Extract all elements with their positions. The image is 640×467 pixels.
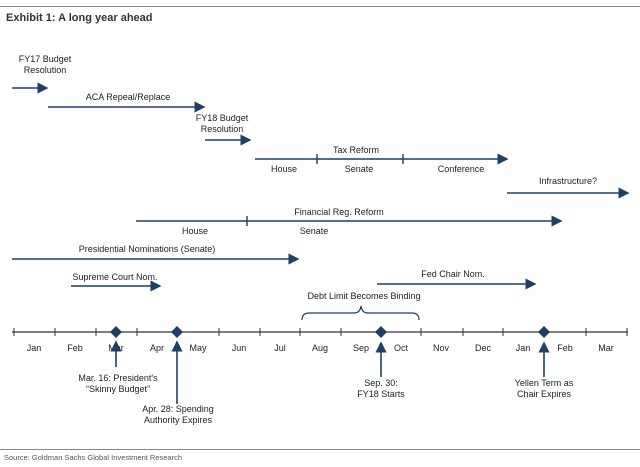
mar16-marker bbox=[110, 326, 122, 338]
source-note: Source: Goldman Sachs Global Investment … bbox=[4, 453, 183, 462]
tax-senate-label: Senate bbox=[345, 164, 374, 174]
month-label: Feb bbox=[67, 343, 83, 353]
month-label: Jun bbox=[232, 343, 247, 353]
month-label: Jan bbox=[516, 343, 531, 353]
debt-limit-brace bbox=[301, 305, 420, 321]
exhibit-title: Exhibit 1: A long year ahead bbox=[6, 12, 153, 24]
top-rule bbox=[0, 6, 640, 7]
month-label: Jan bbox=[27, 343, 42, 353]
sep30-marker bbox=[375, 326, 387, 338]
month-label: Nov bbox=[433, 343, 450, 353]
yellen-marker bbox=[538, 326, 550, 338]
fed-chair-label: Fed Chair Nom. bbox=[421, 269, 485, 279]
bottom-rule bbox=[0, 449, 640, 450]
month-label: Dec bbox=[475, 343, 492, 353]
month-label: Sep bbox=[353, 343, 369, 353]
finreg-label: Financial Reg. Reform bbox=[294, 207, 384, 217]
sep30-label: Sep. 30:FY18 Starts bbox=[357, 378, 405, 399]
apr28-marker bbox=[171, 326, 183, 338]
aca-label: ACA Repeal/Replace bbox=[86, 92, 171, 102]
month-label: Aug bbox=[312, 343, 328, 353]
month-label: Apr bbox=[150, 343, 164, 353]
tax-reform-label: Tax Reform bbox=[333, 145, 379, 155]
month-label: Feb bbox=[557, 343, 573, 353]
tax-conference-label: Conference bbox=[438, 164, 485, 174]
tax-house-label: House bbox=[271, 164, 297, 174]
scotus-label: Supreme Court Nom. bbox=[72, 272, 157, 282]
nominations-label: Presidential Nominations (Senate) bbox=[79, 244, 216, 254]
finreg-house-label: House bbox=[182, 226, 208, 236]
month-label: May bbox=[189, 343, 207, 353]
month-label: Mar bbox=[598, 343, 614, 353]
month-label: Oct bbox=[394, 343, 409, 353]
finreg-senate-label: Senate bbox=[300, 226, 329, 236]
month-label: Jul bbox=[274, 343, 286, 353]
infrastructure-label: Infrastructure? bbox=[539, 176, 597, 186]
debt-limit-label: Debt Limit Becomes Binding bbox=[307, 291, 420, 301]
mar16-label: Mar. 16: President's“Skinny Budget” bbox=[78, 373, 158, 394]
